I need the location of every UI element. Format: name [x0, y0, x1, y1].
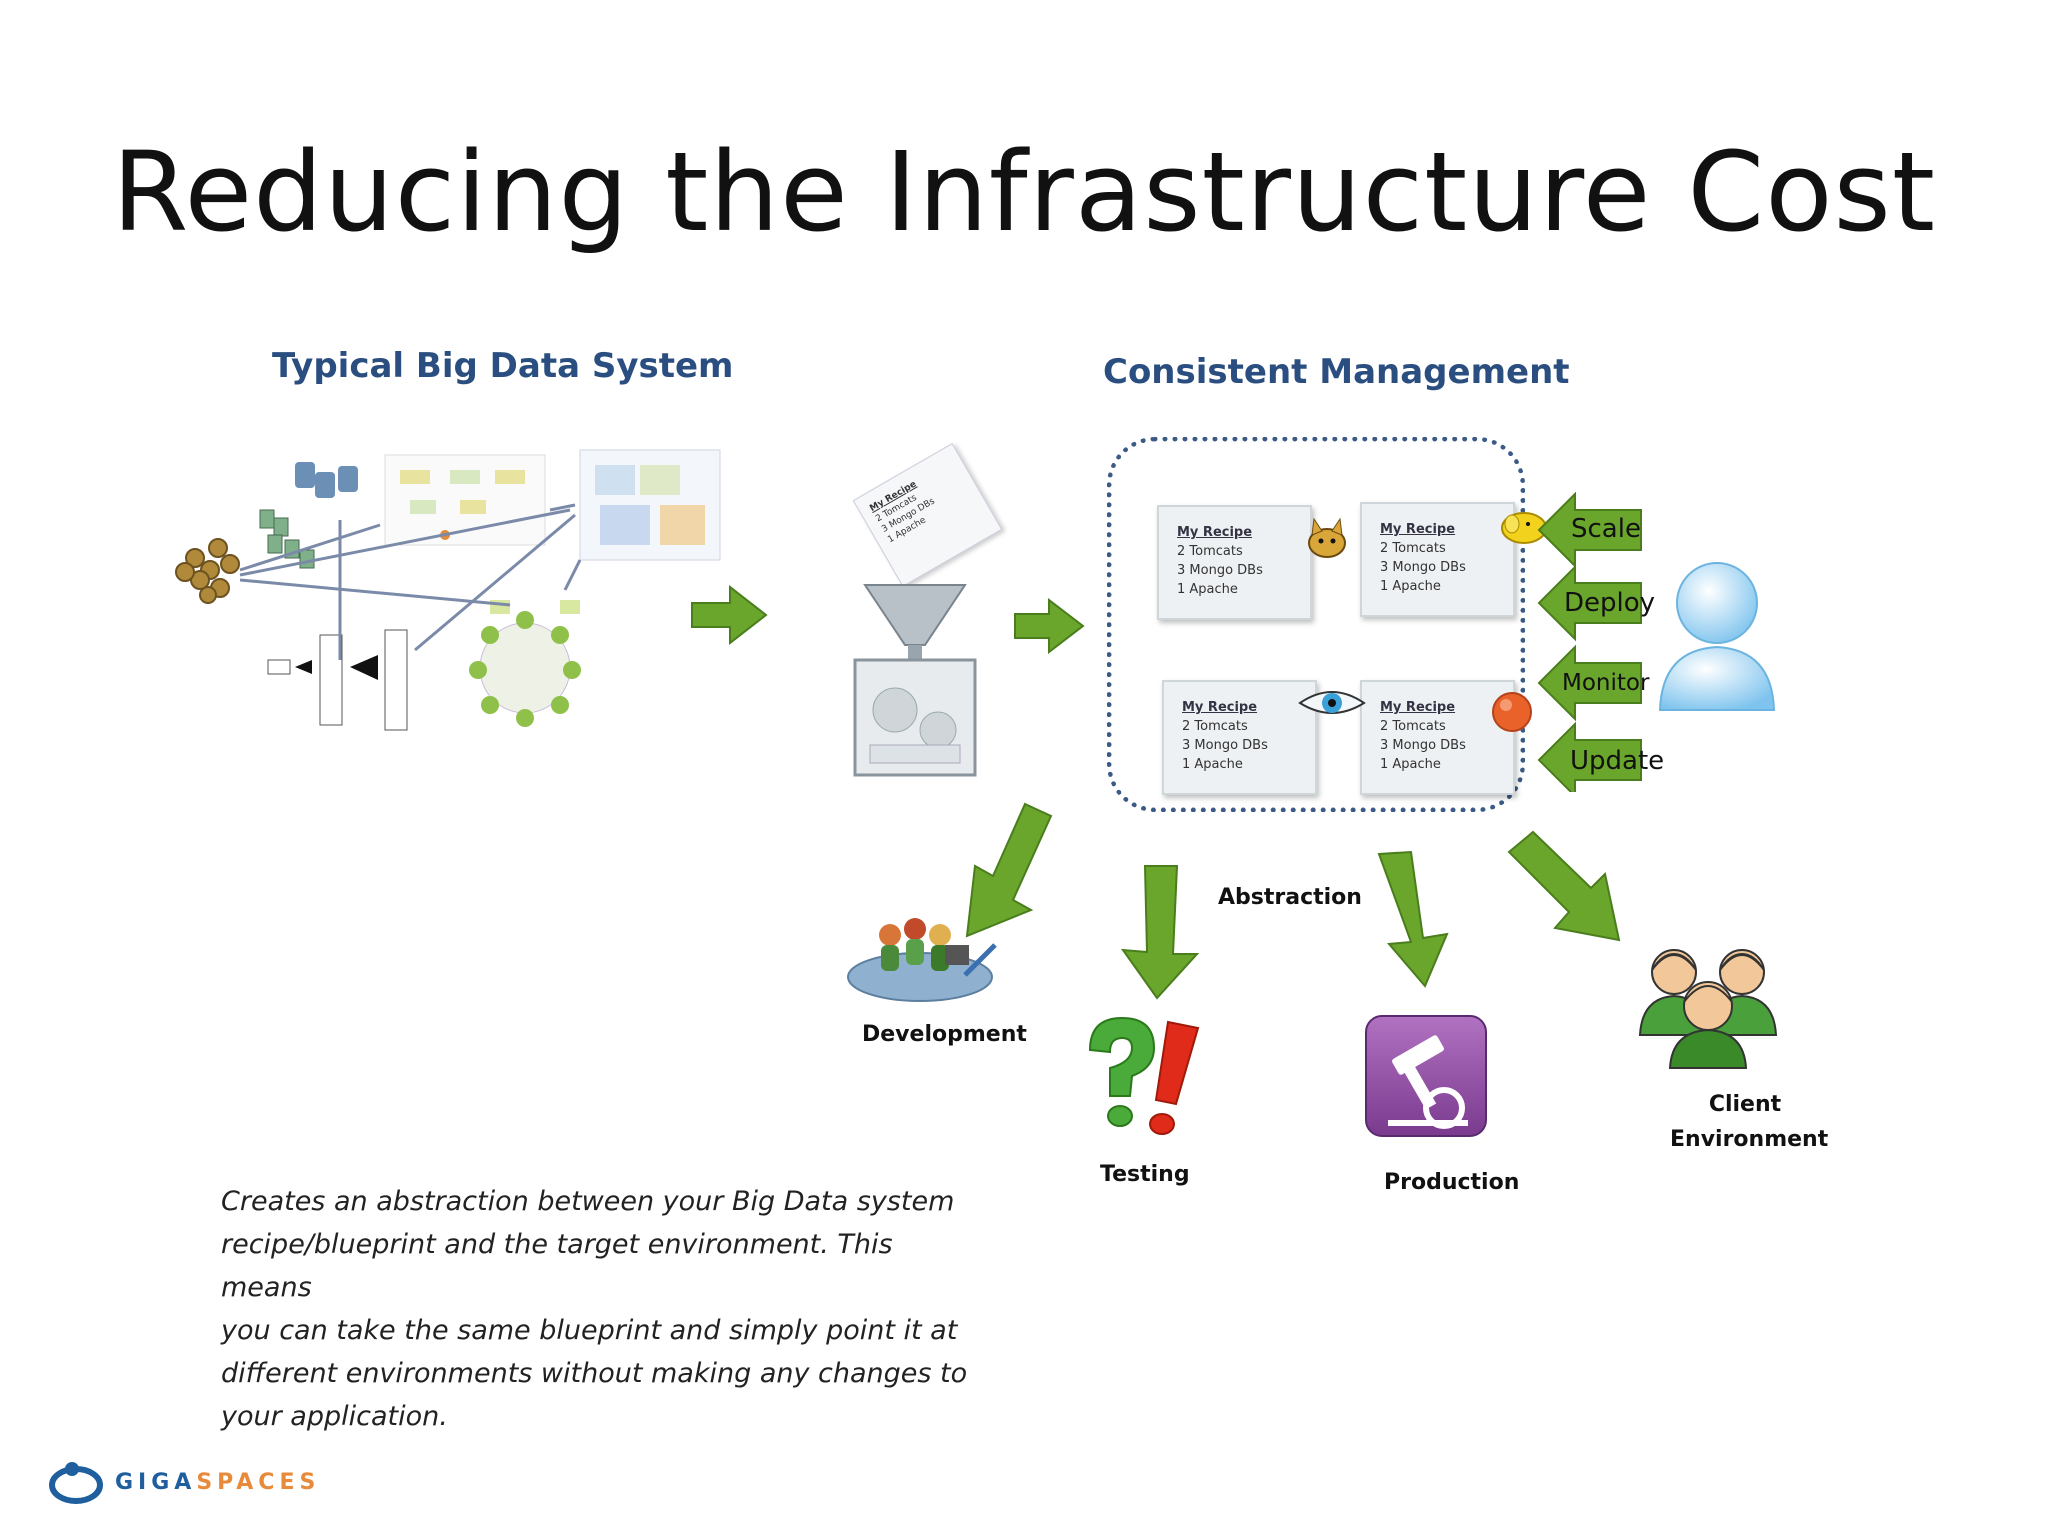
- recipe-card: My Recipe 2 Tomcats 3 Mongo DBs 1 Apache: [1360, 680, 1515, 795]
- production-tools-icon: [1365, 1015, 1487, 1137]
- arrow-to-production: [1377, 850, 1449, 988]
- testing-label: Testing: [1100, 1162, 1190, 1187]
- action-monitor-button[interactable]: Monitor: [1562, 670, 1650, 696]
- description-line: recipe/blueprint and the target environm…: [221, 1229, 893, 1303]
- description-line: your application.: [221, 1401, 448, 1432]
- arrow-to-development: [965, 802, 1053, 938]
- production-label: Production: [1384, 1170, 1520, 1195]
- recipe-paper: My Recipe 2 Tomcats 3 Mongo DBs 1 Apache: [852, 442, 1003, 588]
- recipe-card-title: My Recipe: [1380, 700, 1456, 715]
- recipe-card-line: 3 Mongo DBs: [1182, 738, 1268, 753]
- recipe-card-line: 1 Apache: [1182, 757, 1243, 772]
- arrow-to-testing: [1120, 865, 1200, 1000]
- abstraction-label: Abstraction: [1218, 885, 1362, 910]
- recipe-card-line: 3 Mongo DBs: [1177, 563, 1263, 578]
- recipe-card: My Recipe 2 Tomcats 3 Mongo DBs 1 Apache: [1157, 505, 1312, 620]
- client-label-line1: Client: [1708, 1092, 1782, 1117]
- eye-icon: [1298, 691, 1366, 714]
- development-team-icon: [847, 918, 997, 1002]
- recipe-card-title: My Recipe: [1177, 525, 1253, 540]
- description-line: Creates an abstraction between your Big …: [221, 1186, 955, 1217]
- mongo-icon: [295, 462, 358, 498]
- description-text: Creates an abstraction between your Big …: [221, 1180, 981, 1438]
- recipe-card-line: 1 Apache: [1380, 579, 1441, 594]
- recipe-card: My Recipe 2 Tomcats 3 Mongo DBs 1 Apache: [1162, 680, 1317, 795]
- recipe-card-line: 2 Tomcats: [1380, 541, 1446, 556]
- recipe-card-line: 1 Apache: [1177, 582, 1238, 597]
- database-stack-icon: [259, 509, 315, 569]
- logo-part1: GIGA: [115, 1470, 197, 1495]
- gigaspaces-logo-text: GIGASPACES: [115, 1470, 320, 1495]
- recipe-card-title: My Recipe: [1182, 700, 1258, 715]
- action-arrows: [1537, 492, 1642, 792]
- action-scale-button[interactable]: Scale: [1571, 514, 1641, 544]
- logo-part2: SPACES: [196, 1470, 321, 1495]
- node-cluster-icon: [175, 538, 240, 604]
- recipe-card-line: 2 Tomcats: [1177, 544, 1243, 559]
- development-label: Development: [862, 1022, 1027, 1047]
- slide-title: Reducing the Infrastructure Cost: [112, 128, 1936, 256]
- recipe-card-line: 2 Tomcats: [1182, 719, 1248, 734]
- user-avatar-icon: [1658, 562, 1776, 711]
- recipe-card-line: 2 Tomcats: [1380, 719, 1446, 734]
- status-orb-icon: [1492, 692, 1532, 732]
- arrow-to-client: [1507, 830, 1621, 942]
- recipe-card-line: 3 Mongo DBs: [1380, 738, 1466, 753]
- recipe-card: My Recipe 2 Tomcats 3 Mongo DBs 1 Apache: [1360, 502, 1515, 617]
- right-heading: Consistent Management: [1103, 352, 1570, 392]
- action-deploy-button[interactable]: Deploy: [1564, 588, 1656, 618]
- recipe-card-title: My Recipe: [1380, 522, 1456, 537]
- flow-arrow-right-2: [1014, 598, 1085, 654]
- client-label-line2: Environment: [1670, 1127, 1829, 1152]
- big-data-system-diagram: [175, 449, 721, 731]
- management-boundary: [1107, 437, 1525, 812]
- tomcat-icon: [1308, 517, 1346, 558]
- left-heading: Typical Big Data System: [272, 346, 734, 386]
- flow-arrow-right: [691, 585, 768, 645]
- hadoop-elephant-icon: [1501, 512, 1547, 544]
- description-line: different environments without making an…: [221, 1358, 968, 1389]
- recipe-card-line: 1 Apache: [1380, 757, 1441, 772]
- action-update-button[interactable]: Update: [1570, 746, 1665, 776]
- server-rack-icon: [267, 629, 408, 731]
- recipe-card-line: 3 Mongo DBs: [1380, 560, 1466, 575]
- description-line: you can take the same blueprint and simp…: [221, 1315, 958, 1346]
- client-group-icon: [1638, 949, 1778, 1069]
- funnel-machine-icon: [853, 584, 977, 777]
- gigaspaces-logo-icon: [49, 1462, 103, 1504]
- testing-question-exclamation-icon: [1088, 1016, 1200, 1135]
